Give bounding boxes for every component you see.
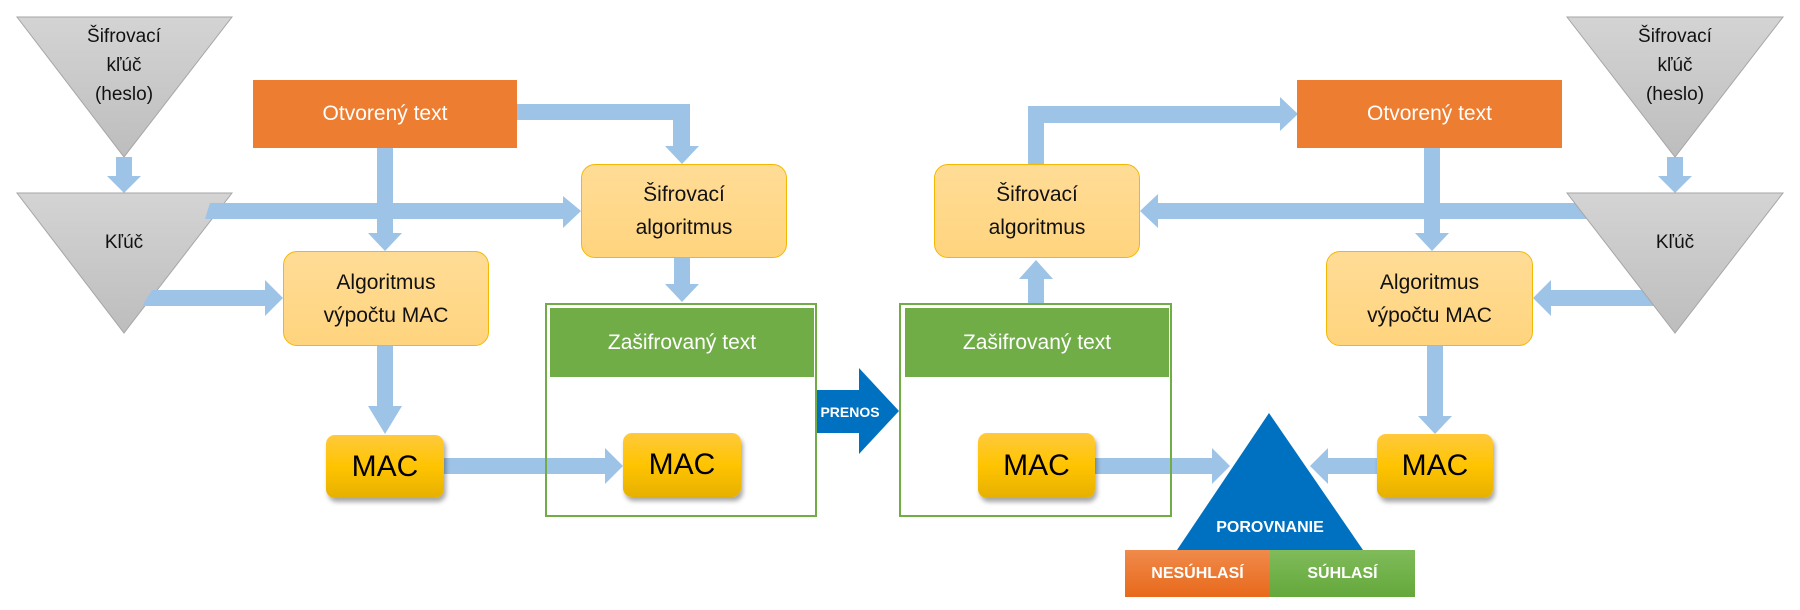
transfer-label: PRENOS (820, 404, 880, 420)
receiver-mac-algorithm-box: Algoritmus výpočtu MAC (1326, 251, 1533, 346)
receiver-mac-box: MAC (1377, 434, 1493, 498)
sender-encryption-algorithm-box: Šifrovací algoritmus (581, 164, 787, 258)
label-line: (heslo) (94, 84, 154, 105)
sender-key-triangle (15, 192, 234, 334)
arrow-decryption-to-plaintext (1028, 97, 1298, 164)
label-line: kľúč (1657, 55, 1693, 76)
sender-password-key-triangle (15, 16, 234, 158)
arrow-mac-to-packet (444, 448, 623, 484)
receiver-key-label: Kľúč (1655, 232, 1695, 253)
label-line: Šifrovací (87, 26, 161, 47)
arrow-ciphertext-to-decryption (1019, 260, 1053, 303)
label-line: (heslo) (1645, 84, 1705, 105)
arrow-key-to-receiver-mac-algorithm (1533, 280, 1660, 316)
comparison-label: POROVNANIE (1216, 519, 1324, 536)
arrow-mac-algorithm-to-mac (368, 346, 402, 434)
comparison-triangle (1177, 413, 1363, 550)
arrow-key-to-decryption (1140, 194, 1600, 228)
label-line: výpočtu MAC (1367, 303, 1492, 327)
receiver-decryption-algorithm-box: Šifrovací algoritmus (934, 164, 1140, 258)
receiver-plaintext-box: Otvorený text (1297, 80, 1562, 148)
label-line: algoritmus (635, 216, 733, 239)
receiver-password-key-triangle (1565, 16, 1785, 158)
disagree-result: NESÚHLASÍ (1125, 550, 1270, 597)
label-line: Algoritmus (336, 270, 436, 294)
sender-mac-box: MAC (326, 435, 444, 498)
receiver-ciphertext-header: Zašifrovaný text (905, 308, 1169, 377)
label-line: kľúč (106, 55, 142, 76)
agree-result: SÚHLASÍ (1270, 550, 1415, 597)
transfer-arrow (817, 368, 899, 454)
receiver-packet-mac-box: MAC (978, 433, 1095, 498)
arrow-receiver-password-to-key (1658, 157, 1692, 193)
sender-ciphertext-header: Zašifrovaný text (550, 308, 814, 377)
arrow-password-to-key (107, 157, 141, 193)
arrow-plaintext-to-mac-algorithm (368, 148, 402, 251)
receiver-key-triangle (1565, 192, 1785, 334)
arrow-plaintext-to-receiver-mac-algorithm (1415, 148, 1449, 251)
sender-packet-mac-box: MAC (623, 433, 741, 497)
arrow-received-mac-overlay (1095, 458, 1170, 474)
arrow-computed-mac-to-comparison (1310, 448, 1377, 484)
arrow-mac-to-packet-overlay (547, 448, 623, 484)
arrow-receiver-mac-algorithm-to-mac (1418, 345, 1452, 434)
arrow-key-to-mac-algorithm (142, 280, 283, 316)
sender-plaintext-box: Otvorený text (253, 80, 517, 148)
receiver-password-key-label: Šifrovací kľúč (heslo) (1605, 22, 1745, 109)
sender-password-key-label: Šifrovací kľúč (heslo) (54, 22, 194, 109)
label-line: Algoritmus (1379, 270, 1480, 294)
label-line: Šifrovací (643, 183, 725, 206)
label-line: výpočtu MAC (323, 303, 449, 327)
sender-key-label: Kľúč (104, 232, 144, 253)
label-line: Šifrovací (1638, 26, 1712, 47)
arrow-plaintext-to-encryption (517, 104, 699, 164)
receiver-packet-container (899, 303, 1172, 517)
label-line: algoritmus (988, 216, 1086, 239)
arrow-encryption-to-ciphertext (665, 258, 699, 302)
label-line: Šifrovací (996, 183, 1078, 206)
sender-mac-algorithm-box: Algoritmus výpočtu MAC (283, 251, 489, 346)
